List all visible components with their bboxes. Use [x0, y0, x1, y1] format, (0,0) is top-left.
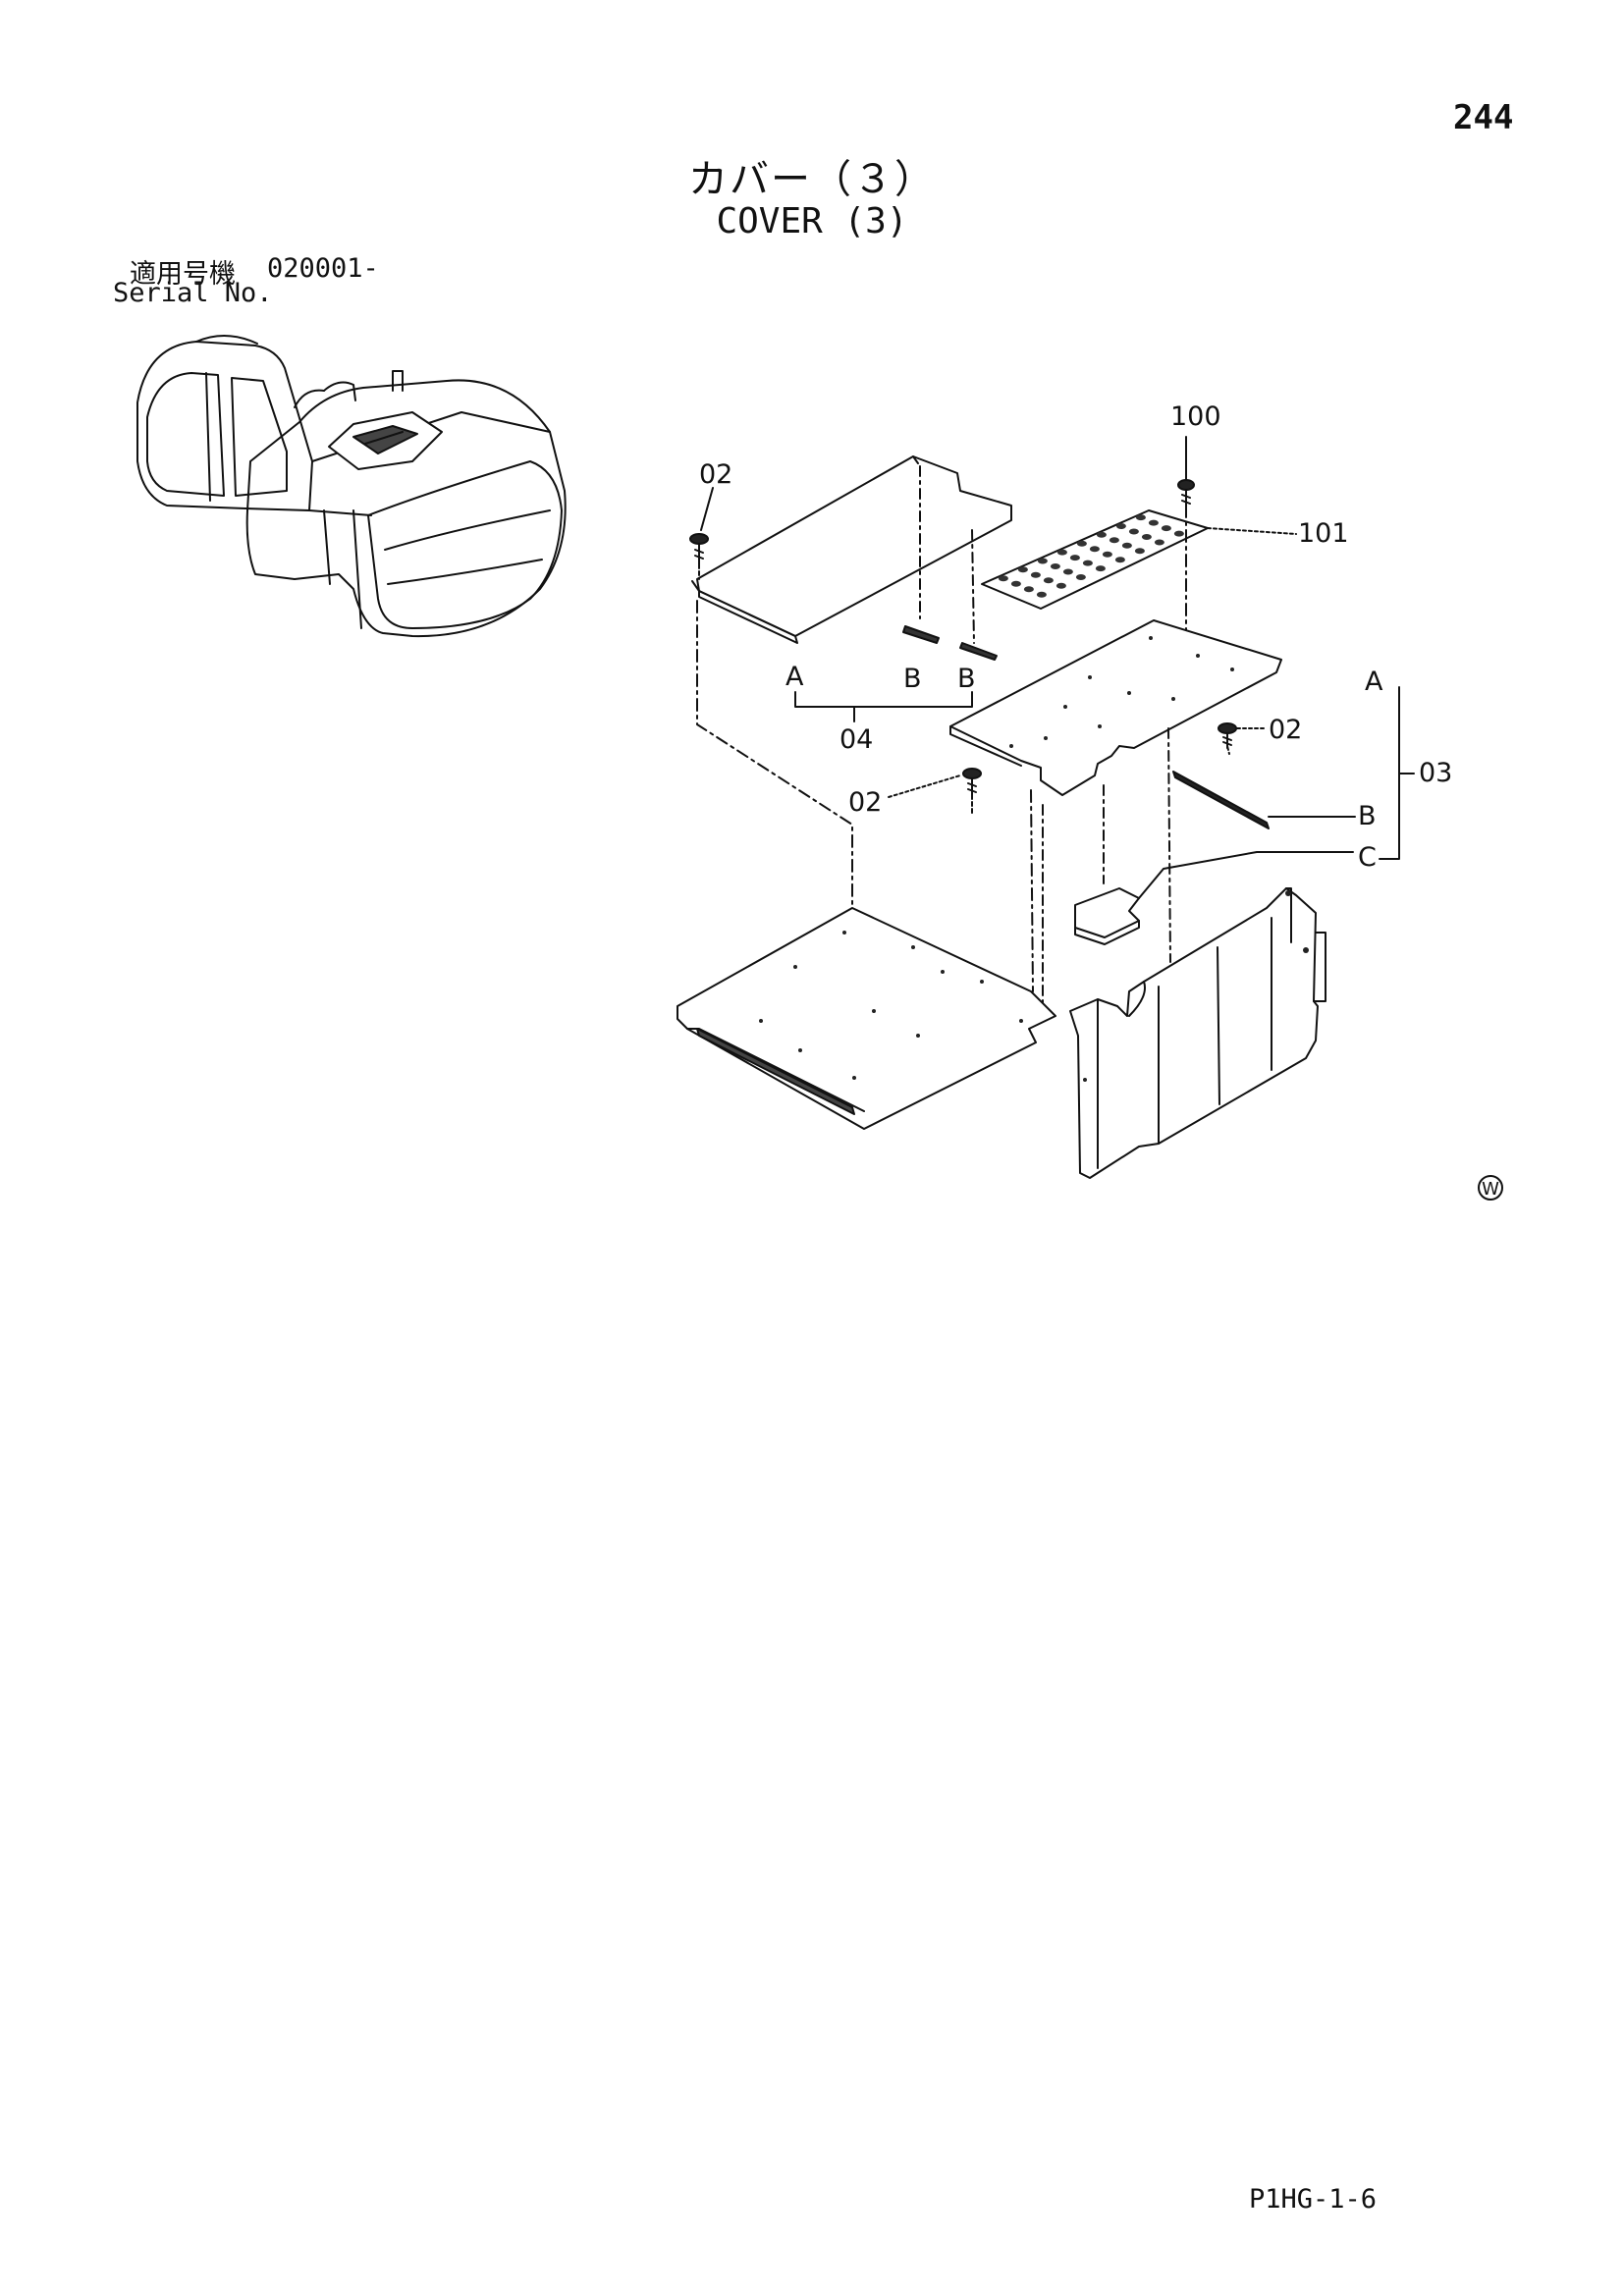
bolt-02-top: [689, 487, 714, 580]
serial-label-english: Serial No.: [113, 278, 273, 308]
perforation-hole: [1037, 558, 1048, 564]
cover-plate-03: [949, 619, 1282, 1012]
serial-number-value: 020001-: [267, 253, 379, 284]
perforation-hole: [1154, 539, 1164, 546]
callout-labels: 02 100 101 A B B 04 02 02 A 03 B C: [699, 401, 1452, 873]
excavator-thumbnail: [136, 334, 567, 638]
perforation-hole: [1173, 530, 1184, 537]
callout-02-top: 02: [699, 459, 732, 490]
perforation-hole: [1128, 528, 1139, 535]
page-title-english: COVER (3): [716, 201, 908, 241]
callout-b-right: B: [1358, 801, 1377, 831]
perforation-hole: [1102, 551, 1112, 558]
perforation-hole: [1096, 531, 1107, 538]
callout-04: 04: [839, 724, 873, 755]
perforation-hole: [1043, 577, 1054, 584]
foam-pad-c: [1074, 851, 1354, 945]
callout-02-mid-right: 02: [1269, 715, 1302, 745]
w-mark-letter: W: [1482, 1179, 1499, 1200]
side-panel: [1069, 887, 1326, 1179]
callout-b-left-1: B: [903, 664, 922, 694]
page-title-japanese: カバー（３）: [688, 157, 936, 202]
perforation-hole: [1135, 514, 1146, 521]
perforation-hole: [1161, 525, 1171, 532]
callout-101: 101: [1298, 518, 1349, 549]
document-code: P1HG-1-6: [1249, 2184, 1378, 2215]
perforation-hole: [1121, 542, 1132, 549]
callout-100: 100: [1170, 401, 1221, 432]
perforation-hole: [1010, 580, 1021, 587]
perforation-hole: [998, 575, 1008, 582]
perforation-hole: [1141, 534, 1152, 540]
bolt-02-mid-left: [888, 768, 982, 814]
perforation-hole: [1095, 565, 1106, 572]
floor-plate-lower: [677, 600, 1056, 1130]
callout-leaders: [794, 686, 1415, 860]
perforation-hole: [1050, 563, 1060, 569]
callout-a-right: A: [1365, 667, 1383, 697]
bolt-02-mid-right: [1218, 722, 1268, 749]
perforation-hole: [1115, 523, 1126, 529]
callout-c-right: C: [1358, 842, 1377, 873]
callout-02-mid-left: 02: [848, 787, 882, 818]
rubber-strip-b: [1172, 771, 1270, 829]
page-number: 244: [1453, 98, 1514, 137]
callout-03: 03: [1419, 758, 1452, 788]
perforation-hole: [1082, 560, 1093, 566]
perforation-hole: [1056, 582, 1066, 589]
perforation-hole: [1134, 548, 1145, 555]
perforation-hole: [1030, 571, 1041, 578]
perforation-hole: [1069, 555, 1080, 561]
perforation-hole: [1036, 591, 1047, 598]
perforation-hole: [1089, 546, 1100, 553]
serial-label-japanese: 適用号機: [130, 259, 236, 290]
perforation-hole: [1062, 568, 1073, 575]
callout-a-left: A: [785, 662, 804, 692]
perforation-hole: [1109, 537, 1119, 544]
perforation-hole: [1017, 566, 1028, 573]
perforation-hole: [1023, 586, 1034, 593]
callout-b-left-2: B: [957, 664, 976, 694]
perforated-step-101: [981, 509, 1297, 610]
cover-plate-04: [691, 455, 1012, 661]
perforation-hole: [1076, 540, 1087, 547]
perforation-hole: [1148, 519, 1159, 526]
perforation-hole: [1114, 557, 1125, 563]
perforation-hole: [1056, 549, 1067, 556]
w-circle-mark: W: [1478, 1175, 1503, 1201]
perforation-hole: [1075, 574, 1086, 580]
